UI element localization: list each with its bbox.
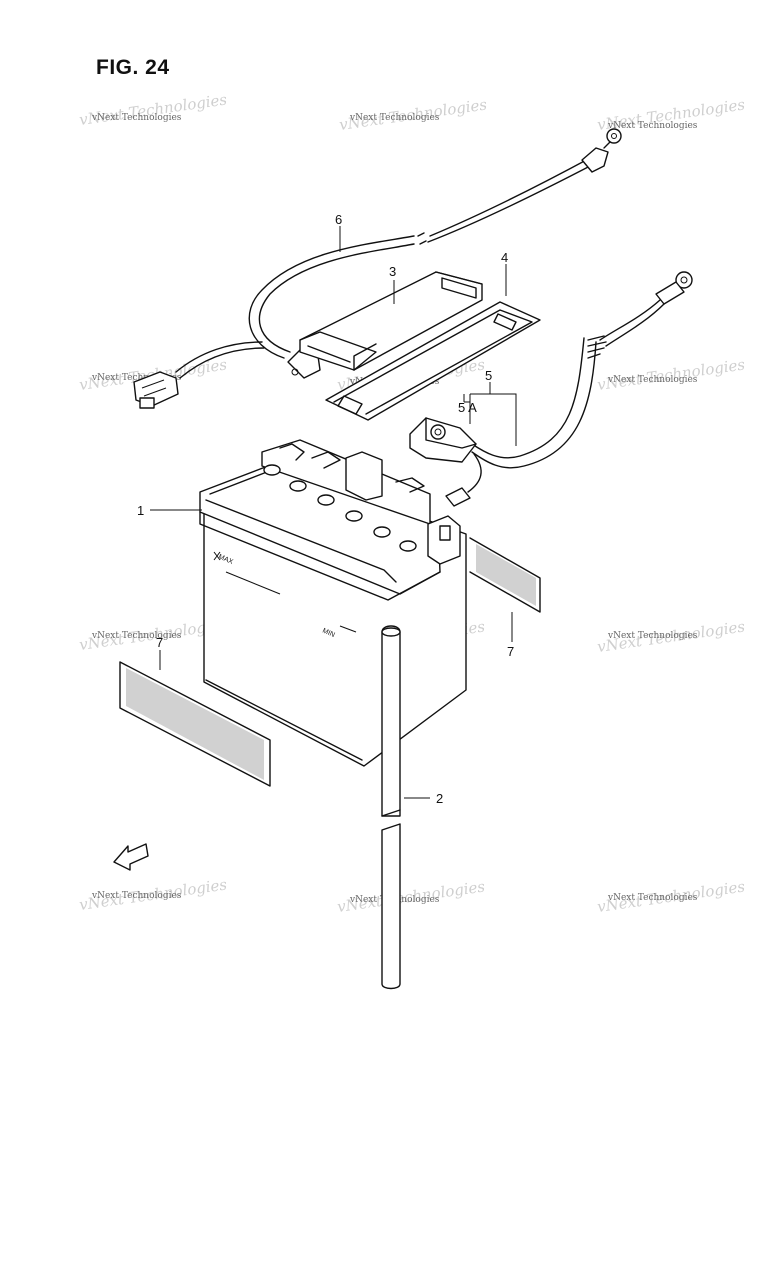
watermark: vNext Technologies bbox=[607, 375, 698, 385]
callout-3: 3 bbox=[389, 264, 396, 279]
callout-5a: 5 A bbox=[458, 400, 477, 415]
callout-7-left: 7 bbox=[156, 635, 163, 650]
callout-5: 5 bbox=[485, 368, 492, 383]
part-5-positive-cable bbox=[409, 271, 693, 507]
watermark: vNext Technologies bbox=[349, 113, 440, 123]
fwd-label: FWD bbox=[129, 849, 145, 860]
fwd-arrow: FWD bbox=[113, 843, 149, 871]
callout-labels: 6 3 4 5 5 A 1 2 7 7 bbox=[137, 212, 514, 806]
part-6-cable bbox=[133, 128, 622, 409]
watermark: vNext Technologies bbox=[607, 893, 698, 903]
part-4-strap bbox=[325, 301, 541, 421]
watermark: vNext Technologies bbox=[91, 113, 182, 123]
callout-6: 6 bbox=[335, 212, 342, 227]
part-7-pad-left bbox=[119, 661, 271, 787]
callout-2: 2 bbox=[436, 791, 443, 806]
callout-7-right: 7 bbox=[507, 644, 514, 659]
leader-lines bbox=[150, 226, 513, 799]
part-1-battery: MAX MIN bbox=[199, 439, 467, 767]
watermark: vNext Technologies bbox=[91, 373, 182, 383]
cell-caps bbox=[263, 464, 417, 552]
part-2-breather-hose bbox=[381, 625, 401, 990]
part-3-holder bbox=[299, 271, 483, 371]
watermark: vNext Technologies bbox=[607, 631, 698, 641]
callout-1: 1 bbox=[137, 503, 144, 518]
part-7-pad-right bbox=[469, 537, 541, 613]
figure-title: FIG. 24 bbox=[96, 56, 170, 79]
watermark-ghost: vNext Technologies bbox=[78, 90, 228, 129]
min-mark: MIN bbox=[321, 627, 336, 639]
watermark: vNext Technologies bbox=[91, 631, 182, 641]
callout-4: 4 bbox=[501, 250, 508, 265]
watermark: vNext Technologies bbox=[91, 891, 182, 901]
watermark: vNext Technologies bbox=[607, 121, 698, 131]
